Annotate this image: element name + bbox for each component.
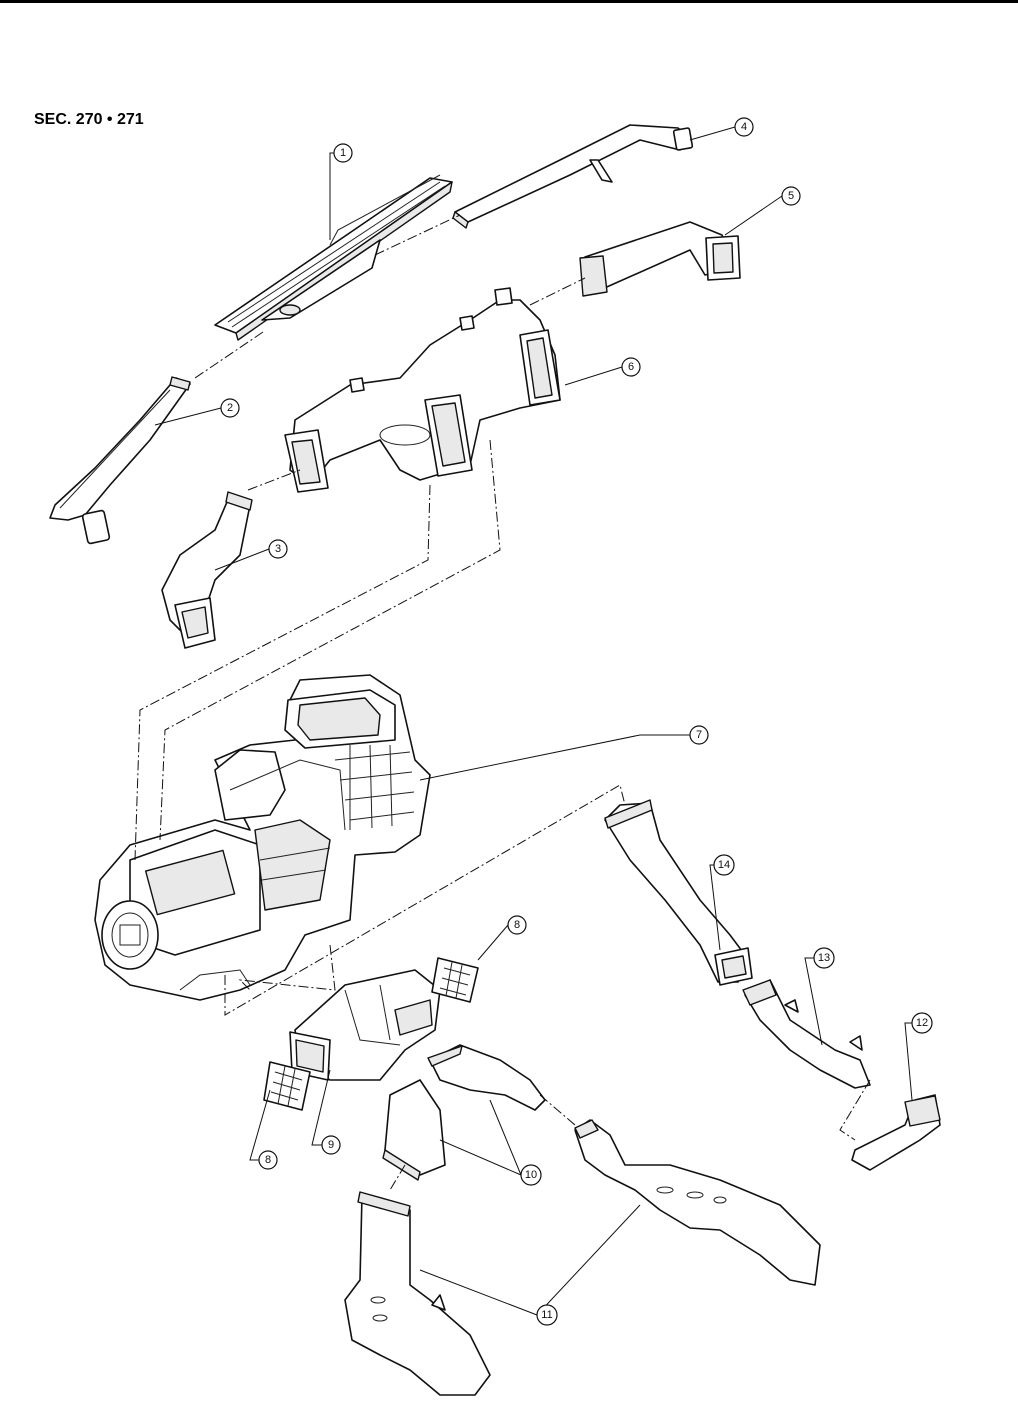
part-duct-right <box>743 980 870 1088</box>
callout-7-label: 7 <box>696 729 702 741</box>
callout-5-label: 5 <box>788 190 794 202</box>
callout-8b: 8 <box>259 1151 277 1169</box>
part-defroster-nozzle <box>215 175 452 340</box>
part-rear-duct-left <box>383 1080 445 1180</box>
callout-2: 2 <box>221 399 239 417</box>
callout-13: 13 <box>814 948 834 968</box>
callout-8a: 8 <box>508 916 526 934</box>
callout-14: 14 <box>714 855 734 875</box>
part-side-duct-left <box>50 377 190 544</box>
callout-8b-label: 8 <box>265 1154 271 1166</box>
part-floor-duct-left <box>345 1192 490 1395</box>
part-floor-duct-center <box>575 1120 820 1285</box>
part-side-duct-right <box>453 125 693 228</box>
part-vent-duct-upper <box>580 222 740 296</box>
callout-2-label: 2 <box>227 402 233 414</box>
callout-6: 6 <box>622 358 640 376</box>
callout-10: 10 <box>521 1165 541 1185</box>
part-center-vent-duct <box>285 288 560 492</box>
callout-1-label: 1 <box>340 147 346 159</box>
callout-9-label: 9 <box>328 1139 334 1151</box>
callout-12-label: 12 <box>916 1017 928 1029</box>
callout-4-label: 4 <box>741 121 747 133</box>
callout-9: 9 <box>322 1136 340 1154</box>
part-foot-duct <box>290 970 440 1080</box>
callout-5: 5 <box>782 187 800 205</box>
callout-6-label: 6 <box>628 361 634 373</box>
callout-1: 1 <box>334 144 352 162</box>
callout-4: 4 <box>735 118 753 136</box>
callout-11-label: 11 <box>541 1309 552 1321</box>
callout-10-label: 10 <box>525 1169 537 1181</box>
part-vent-duct-lower <box>162 492 252 648</box>
callout-14-label: 14 <box>718 859 730 871</box>
part-rear-duct-right <box>428 1045 545 1110</box>
callout-11: 11 <box>537 1305 557 1325</box>
callout-12: 12 <box>912 1013 932 1033</box>
callout-13-label: 13 <box>818 952 830 964</box>
callout-3-label: 3 <box>275 543 281 555</box>
callout-3: 3 <box>269 540 287 558</box>
part-duct-far-right <box>852 1095 940 1170</box>
callout-8a-label: 8 <box>514 919 520 931</box>
part-heater-cooling-unit <box>95 675 430 1000</box>
part-long-duct <box>605 800 752 985</box>
callout-7: 7 <box>690 726 708 744</box>
